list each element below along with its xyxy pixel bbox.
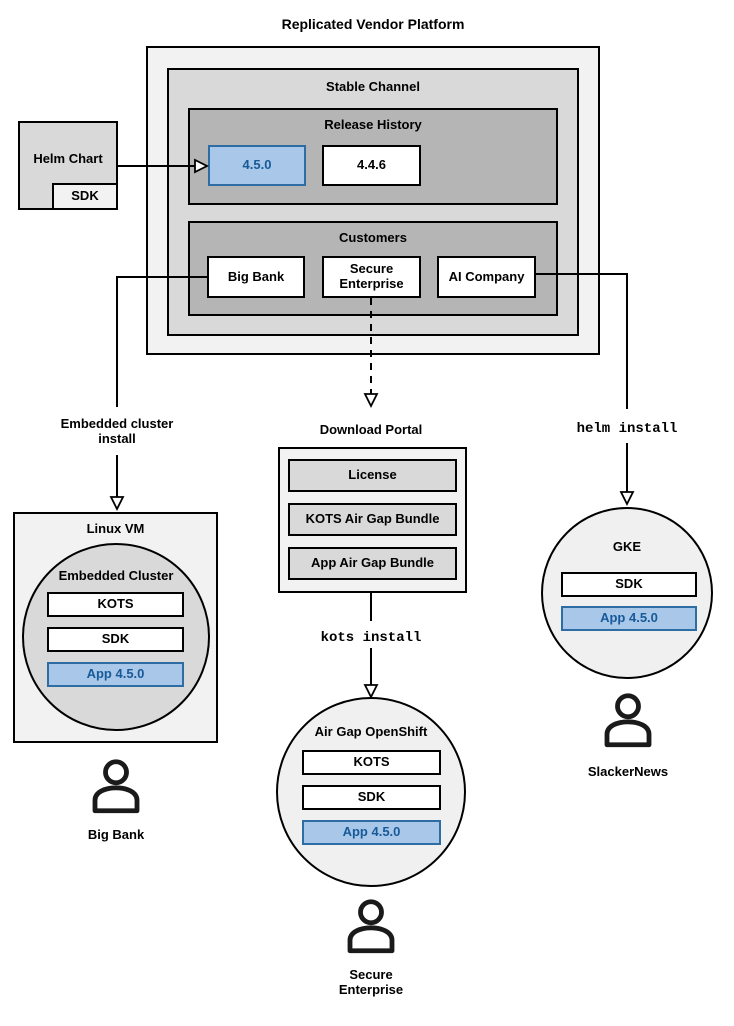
embedded-cluster-title: Embedded Cluster [58, 568, 174, 583]
user-label-slackernews: SlackerNews [587, 764, 669, 779]
arrowhead [109, 496, 125, 512]
stable-channel-title: Stable Channel [326, 79, 420, 94]
helm-install-label: helm install [576, 421, 678, 437]
openshift-sdk-box: SDK [302, 785, 441, 810]
user-label-secure-enterprise: Secure Enterprise [338, 967, 404, 997]
customer-ai-company: AI Company [437, 256, 536, 298]
download-portal-title: Download Portal [319, 422, 423, 437]
release-history-title: Release History [324, 117, 422, 132]
customer-big-bank: Big Bank [207, 256, 305, 298]
embedded-cluster-install-label: Embedded cluster install [60, 416, 174, 446]
air-gap-openshift-title: Air Gap OpenShift [314, 724, 428, 739]
helm-chart-sdk-box: SDK [52, 183, 118, 210]
linux-vm-app-box: App 4.5.0 [47, 662, 184, 687]
user-icon [92, 759, 140, 814]
kots-install-label: kots install [320, 630, 422, 646]
release-4-5-0: 4.5.0 [208, 145, 306, 186]
arrowhead [363, 393, 379, 409]
gke-app-box: App 4.5.0 [561, 606, 697, 631]
portal-license-box: License [288, 459, 457, 492]
linux-vm-sdk-box: SDK [47, 627, 184, 652]
portal-kots-bundle-box: KOTS Air Gap Bundle [288, 503, 457, 536]
arrowhead [363, 684, 379, 700]
page-title: Replicated Vendor Platform [281, 16, 465, 32]
gke-sdk-box: SDK [561, 572, 697, 597]
portal-app-bundle-box: App Air Gap Bundle [288, 547, 457, 580]
helm-chart-label: Helm Chart [33, 151, 103, 166]
customer-secure-enterprise: Secure Enterprise [322, 256, 421, 298]
openshift-kots-box: KOTS [302, 750, 441, 775]
user-icon [604, 693, 652, 748]
release-4-4-6: 4.4.6 [322, 145, 421, 186]
openshift-app-box: App 4.5.0 [302, 820, 441, 845]
user-label-big-bank: Big Bank [87, 827, 145, 842]
arrowhead [619, 491, 635, 507]
linux-vm-kots-box: KOTS [47, 592, 184, 617]
gke-title: GKE [612, 539, 642, 554]
linux-vm-title: Linux VM [86, 521, 145, 536]
customers-title: Customers [339, 230, 407, 245]
user-icon [347, 899, 395, 954]
